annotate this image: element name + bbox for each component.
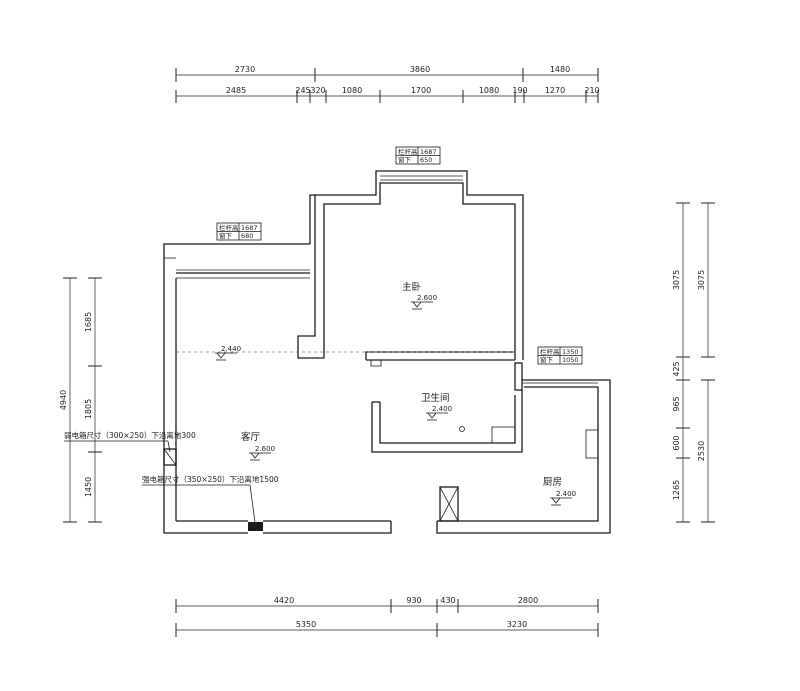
bedroom-tag-label-1: 栏杆高 <box>398 147 418 156</box>
dim-right-outer-1: 3075 <box>697 270 706 290</box>
dim-top-detail-4: 1080 <box>342 86 362 95</box>
left-dimension-chains <box>63 277 102 523</box>
living-tag-value-2: 680 <box>241 232 253 240</box>
dim-top-overall-3: 1480 <box>550 65 570 74</box>
elevation-bathroom: 2.400 <box>432 405 452 413</box>
dim-right-inner-3: 965 <box>672 396 681 411</box>
elevation-marker-bathroom <box>426 412 448 421</box>
dim-top-detail-7: 190 <box>512 86 527 95</box>
bedroom-tag-label-2: 窗下 <box>398 155 412 164</box>
elevation-marker-living-room <box>249 452 271 461</box>
right-dimension-chains <box>676 202 715 523</box>
dim-top-detail-8: 1270 <box>545 86 565 95</box>
dim-right-inner-2: 425 <box>672 361 681 376</box>
kitchen-tag-value-1: 1350 <box>562 348 579 356</box>
living-tag-label-2: 窗下 <box>219 231 233 240</box>
dim-bottom-detail-2: 930 <box>406 596 421 605</box>
dim-right-outer-2: 2530 <box>697 441 706 461</box>
bottom-dimension-chains <box>175 599 599 637</box>
dim-left-detail-3: 1450 <box>84 477 93 497</box>
elevation-beam: 2.440 <box>221 345 241 353</box>
dim-top-detail-6: 1080 <box>479 86 499 95</box>
bedroom-tag-value-2: 650 <box>420 156 432 164</box>
top-dimension-chains <box>175 68 599 103</box>
living-tag-value-1: 1687 <box>241 224 258 232</box>
elevation-living-room: 2.600 <box>255 445 275 453</box>
room-label-kitchen: 厨房 <box>543 476 562 488</box>
walls <box>163 170 611 534</box>
dim-top-overall-1: 2730 <box>235 65 255 74</box>
elevation-marker-master-bedroom <box>411 301 433 310</box>
kitchen-tag-label-1: 栏杆高 <box>540 347 560 356</box>
elevation-master-bedroom: 2.600 <box>417 294 437 302</box>
window-tag-kitchen <box>537 346 583 365</box>
dim-bottom-overall-2: 3230 <box>507 620 527 629</box>
dim-right-inner-4: 600 <box>672 435 681 450</box>
dim-top-overall-2: 3860 <box>410 65 430 74</box>
dim-bottom-overall-1: 5350 <box>296 620 316 629</box>
elevation-marker-beam <box>215 352 237 361</box>
dim-top-detail-3: 320 <box>310 86 325 95</box>
dim-top-detail-9: 210 <box>584 86 599 95</box>
dim-top-detail-2: 245 <box>295 86 310 95</box>
dim-left-detail-1: 1685 <box>84 312 93 332</box>
note-weak-leader-diagonal <box>167 440 171 453</box>
dim-top-detail-5: 1700 <box>411 86 431 95</box>
kitchen-tag-value-2: 1050 <box>562 356 579 364</box>
dim-bottom-detail-3: 430 <box>440 596 455 605</box>
room-label-master-bedroom: 主卧 <box>402 281 422 293</box>
note-weak-electrical-box: 弱电箱尺寸（300×250）下沿离地300 <box>64 430 196 440</box>
bedroom-tag-value-1: 1687 <box>420 148 437 156</box>
note-strong-electrical-box: 强电箱尺寸（350×250）下沿离地1500 <box>142 474 279 484</box>
living-tag-label-1: 栏杆高 <box>219 223 239 232</box>
elevation-marker-kitchen <box>550 497 572 506</box>
dim-bottom-detail-4: 2800 <box>518 596 538 605</box>
dim-right-inner-5: 1265 <box>672 480 681 500</box>
room-label-bathroom: 卫生间 <box>421 392 450 404</box>
window-tag-bedroom <box>395 146 441 165</box>
dim-left-overall: 4940 <box>59 390 68 410</box>
dim-top-detail-1: 2485 <box>226 86 246 95</box>
dim-left-detail-2: 1805 <box>84 399 93 419</box>
elevation-kitchen: 2.400 <box>556 490 576 498</box>
note-strong-leader-diagonal <box>249 484 256 523</box>
dim-right-inner-1: 3075 <box>672 270 681 290</box>
room-label-living-room: 客厅 <box>241 431 261 443</box>
kitchen-tag-label-2: 窗下 <box>540 355 554 364</box>
dim-bottom-detail-1: 4420 <box>274 596 294 605</box>
window-tag-living <box>216 222 262 241</box>
